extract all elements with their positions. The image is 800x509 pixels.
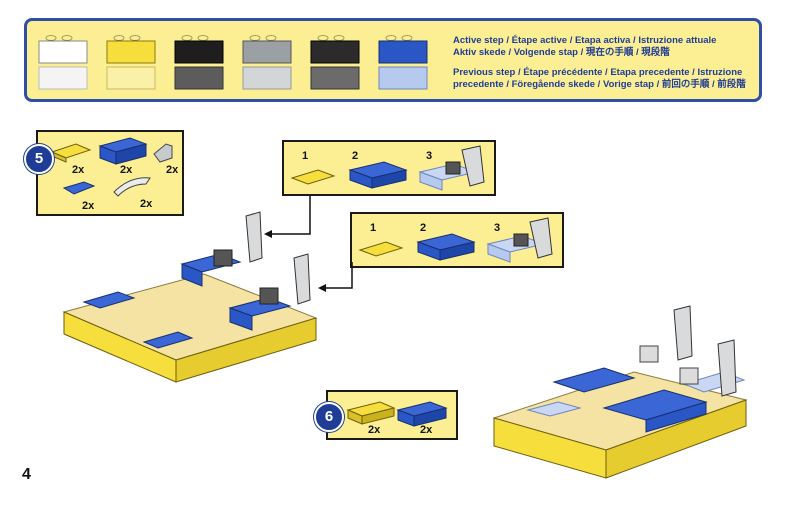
black-brick-pair (174, 40, 224, 90)
gray-brick-pair (242, 40, 292, 90)
previous-step-line-1: Previous step / Étape précédente / Etapa… (453, 67, 743, 78)
subassembly-a-step-1: 1 (302, 150, 309, 162)
active-step-label: Active step / Étape active / Etapa activ… (453, 35, 716, 59)
step-6-parts-panel: 2x 2x (326, 390, 458, 440)
previous-step-line-2: precedente / Föregående skede / Vorige s… (453, 79, 746, 90)
blue-slope-part (62, 181, 96, 195)
subassembly-b-step-2: 2 (420, 222, 427, 234)
step-5-part-1-qty: 2x (72, 164, 85, 176)
white-brick-pair (38, 40, 88, 90)
step-5-part-3-qty: 2x (166, 164, 179, 176)
previous-step-label: Previous step / Étape précédente / Etapa… (453, 67, 746, 91)
page-number: 4 (22, 466, 31, 483)
step-6-model (492, 305, 748, 479)
dark-gray-brick-pair (310, 40, 360, 90)
step-6-badge: 6 (314, 402, 344, 432)
step-5-part-4-qty: 2x (82, 200, 95, 212)
active-step-line-2: Aktiv skede / Volgende stap / 現在の手順 / 現段… (453, 47, 670, 58)
yellow-plate-part (50, 143, 92, 163)
subassembly-b-step-1: 1 (370, 222, 377, 234)
yellow-brick-part (346, 401, 396, 425)
yellow-brick-pair (106, 40, 156, 90)
gray-slope-part (153, 143, 173, 163)
blue-brick-part (396, 401, 448, 427)
step-5-part-5-qty: 2x (140, 198, 153, 210)
subassembly-a-drawing (290, 145, 485, 191)
step-5-parts-panel: 2x 2x 2x 2x 2x (36, 130, 184, 216)
subassembly-a-panel: 1 2 3 (282, 140, 496, 196)
subassembly-b-drawing (358, 217, 553, 263)
color-legend: Active step / Étape active / Etapa activ… (24, 18, 762, 102)
clip-part (113, 177, 151, 197)
step-6-parts (346, 401, 448, 427)
step-5-badge: 5 (24, 144, 54, 174)
step-5-parts (50, 137, 173, 197)
blue-brick-pair (378, 40, 428, 90)
step-5-model (62, 211, 318, 383)
active-step-line-1: Active step / Étape active / Etapa activ… (453, 35, 717, 46)
legend-bricks (38, 35, 428, 90)
blue-brick-part (98, 137, 148, 165)
subassembly-a-step-3: 3 (426, 150, 433, 162)
step-6-part-2-qty: 2x (420, 424, 433, 436)
step-5-part-2-qty: 2x (120, 164, 133, 176)
step-6-part-1-qty: 2x (368, 424, 381, 436)
subassembly-a-step-2: 2 (352, 150, 359, 162)
subassembly-b-panel: 1 2 3 (350, 212, 564, 268)
subassembly-b-step-3: 3 (494, 222, 501, 234)
